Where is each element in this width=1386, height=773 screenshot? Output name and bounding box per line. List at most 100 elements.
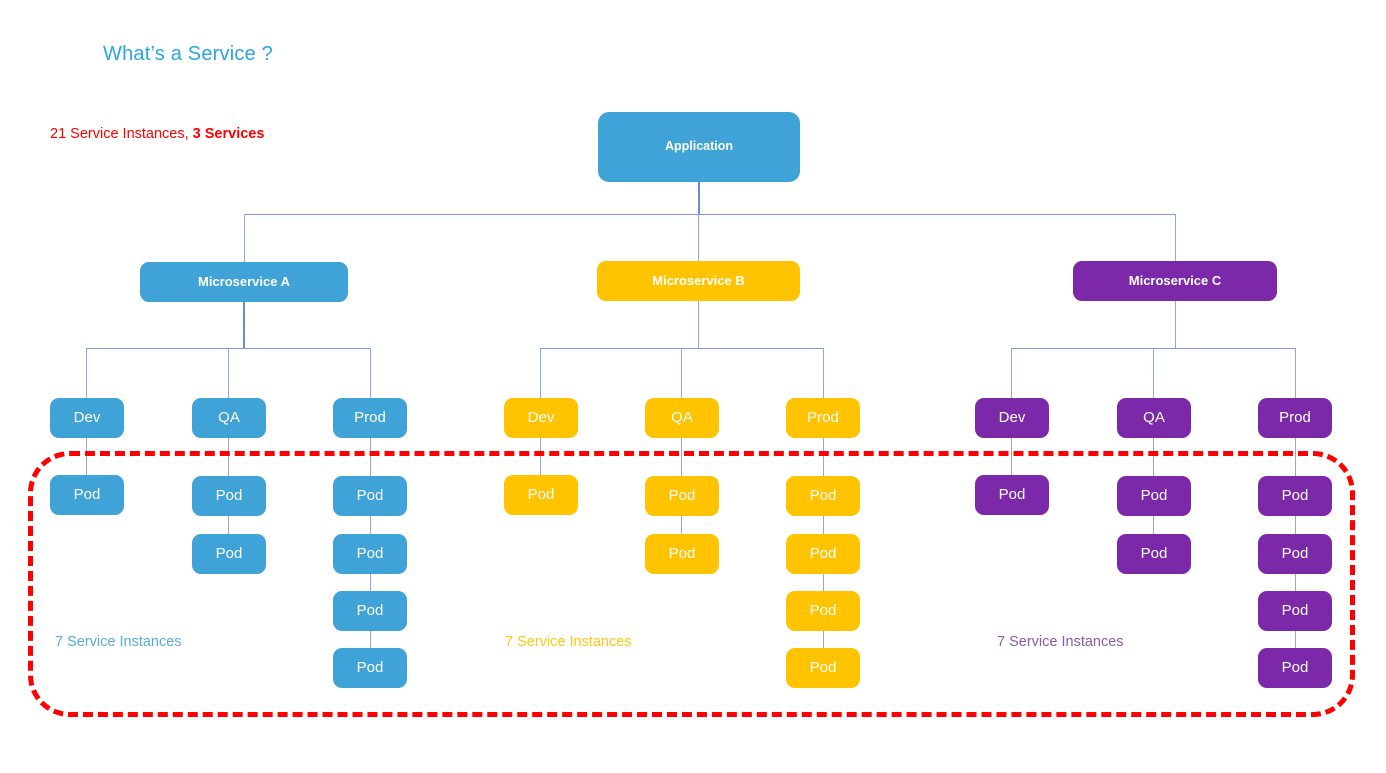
connector-bus-to-microservice-a	[244, 214, 245, 262]
connector-c-dev-pod-1	[1011, 438, 1012, 476]
connector-a-qa-pod-2	[228, 516, 229, 534]
connector-c-qa-pod-1	[1153, 438, 1154, 476]
node-env-a-prod[interactable]: Prod	[333, 398, 407, 438]
node-pod-a-dev-1[interactable]: Pod	[50, 475, 124, 515]
node-env-a-qa-label: QA	[218, 408, 240, 426]
node-pod-a-qa-1[interactable]: Pod	[192, 476, 266, 516]
node-pod-b-prod-1[interactable]: Pod	[786, 476, 860, 516]
node-pod-a-qa-2-label: Pod	[215, 544, 243, 562]
connector-bus-b-to-qa	[681, 348, 682, 398]
node-pod-c-prod-1-label: Pod	[1281, 486, 1309, 504]
node-pod-b-dev-1[interactable]: Pod	[504, 475, 578, 515]
connector-a-qa-pod-1	[228, 438, 229, 476]
connector-bus-to-microservice-c	[1175, 214, 1176, 262]
connector-bus-c-to-dev	[1011, 348, 1012, 398]
node-pod-c-prod-4-label: Pod	[1281, 658, 1309, 676]
node-env-b-prod[interactable]: Prod	[786, 398, 860, 438]
node-env-c-qa[interactable]: QA	[1117, 398, 1191, 438]
node-env-b-prod-label: Prod	[807, 408, 839, 426]
node-pod-c-prod-3-label: Pod	[1281, 601, 1309, 619]
connector-microservice-c-down	[1175, 301, 1176, 348]
connector-c-prod-pod-2	[1295, 516, 1296, 534]
node-pod-b-prod-2-label: Pod	[809, 544, 837, 562]
node-pod-b-prod-2[interactable]: Pod	[786, 534, 860, 574]
node-pod-c-prod-2-label: Pod	[1281, 544, 1309, 562]
node-env-b-dev-label: Dev	[527, 408, 555, 426]
connector-env-bus-b	[540, 348, 824, 349]
node-pod-a-prod-4-label: Pod	[356, 658, 384, 676]
connector-a-prod-pod-1	[370, 438, 371, 476]
connector-b-qa-pod-2	[681, 516, 682, 534]
node-env-b-qa[interactable]: QA	[645, 398, 719, 438]
node-pod-c-dev-1[interactable]: Pod	[975, 475, 1049, 515]
node-pod-c-prod-2[interactable]: Pod	[1258, 534, 1332, 574]
connector-c-prod-pod-3	[1295, 574, 1296, 591]
connector-a-prod-pod-4	[370, 631, 371, 648]
node-pod-b-prod-4-label: Pod	[809, 658, 837, 676]
node-pod-c-prod-4[interactable]: Pod	[1258, 648, 1332, 688]
node-env-c-dev[interactable]: Dev	[975, 398, 1049, 438]
connector-microservice-bus	[244, 214, 1176, 215]
node-env-a-dev[interactable]: Dev	[50, 398, 124, 438]
page-title: What’s a Service ?	[103, 43, 273, 65]
connector-b-prod-pod-1	[823, 438, 824, 476]
caption-instances-b: 7 Service Instances	[505, 634, 632, 650]
connector-bus-a-to-dev	[86, 348, 87, 398]
node-microservice-c[interactable]: Microservice C	[1073, 261, 1277, 301]
node-pod-c-dev-1-label: Pod	[998, 485, 1026, 503]
node-pod-b-qa-2-label: Pod	[668, 544, 696, 562]
node-pod-b-qa-2[interactable]: Pod	[645, 534, 719, 574]
caption-instances-a: 7 Service Instances	[55, 634, 182, 650]
node-pod-b-prod-3[interactable]: Pod	[786, 591, 860, 631]
connector-microservice-b-down	[698, 301, 699, 348]
node-env-c-dev-label: Dev	[998, 408, 1026, 426]
node-pod-a-prod-1[interactable]: Pod	[333, 476, 407, 516]
node-pod-b-prod-1-label: Pod	[809, 486, 837, 504]
node-pod-a-dev-1-label: Pod	[73, 485, 101, 503]
node-pod-c-qa-1[interactable]: Pod	[1117, 476, 1191, 516]
connector-bus-to-microservice-b	[698, 214, 699, 262]
node-pod-c-prod-1[interactable]: Pod	[1258, 476, 1332, 516]
connector-c-prod-pod-4	[1295, 631, 1296, 648]
node-pod-a-prod-4[interactable]: Pod	[333, 648, 407, 688]
caption-instances-c: 7 Service Instances	[997, 634, 1124, 650]
connector-b-prod-pod-4	[823, 631, 824, 648]
connector-application-down	[698, 182, 700, 215]
node-pod-b-qa-1[interactable]: Pod	[645, 476, 719, 516]
node-pod-c-qa-2[interactable]: Pod	[1117, 534, 1191, 574]
connector-c-qa-pod-2	[1153, 516, 1154, 534]
instance-summary-services: 3 Services	[192, 126, 265, 142]
node-pod-c-prod-3[interactable]: Pod	[1258, 591, 1332, 631]
node-pod-b-prod-4[interactable]: Pod	[786, 648, 860, 688]
node-env-c-prod-label: Prod	[1279, 408, 1311, 426]
connector-bus-a-to-prod	[370, 348, 371, 398]
node-env-a-prod-label: Prod	[354, 408, 386, 426]
node-pod-a-prod-2[interactable]: Pod	[333, 534, 407, 574]
node-application[interactable]: Application	[598, 112, 800, 182]
node-microservice-b[interactable]: Microservice B	[597, 261, 800, 301]
node-pod-c-qa-1-label: Pod	[1140, 486, 1168, 504]
node-pod-b-qa-1-label: Pod	[668, 486, 696, 504]
connector-b-dev-pod-1	[540, 438, 541, 476]
node-env-c-prod[interactable]: Prod	[1258, 398, 1332, 438]
node-pod-c-qa-2-label: Pod	[1140, 544, 1168, 562]
node-pod-b-prod-3-label: Pod	[809, 601, 837, 619]
node-microservice-a[interactable]: Microservice A	[140, 262, 348, 302]
node-env-b-dev[interactable]: Dev	[504, 398, 578, 438]
connector-c-prod-pod-1	[1295, 438, 1296, 476]
node-pod-a-qa-1-label: Pod	[215, 486, 243, 504]
node-pod-a-prod-3[interactable]: Pod	[333, 591, 407, 631]
connector-microservice-a-down	[243, 302, 245, 348]
connector-bus-b-to-dev	[540, 348, 541, 398]
connector-bus-c-to-prod	[1295, 348, 1296, 398]
connector-bus-b-to-prod	[823, 348, 824, 398]
node-pod-a-qa-2[interactable]: Pod	[192, 534, 266, 574]
node-pod-a-prod-3-label: Pod	[356, 601, 384, 619]
node-pod-b-dev-1-label: Pod	[527, 485, 555, 503]
connector-a-dev-pod-1	[86, 438, 87, 475]
connector-b-prod-pod-3	[823, 574, 824, 591]
node-env-a-dev-label: Dev	[73, 408, 101, 426]
node-env-a-qa[interactable]: QA	[192, 398, 266, 438]
connector-b-qa-pod-1	[681, 438, 682, 476]
